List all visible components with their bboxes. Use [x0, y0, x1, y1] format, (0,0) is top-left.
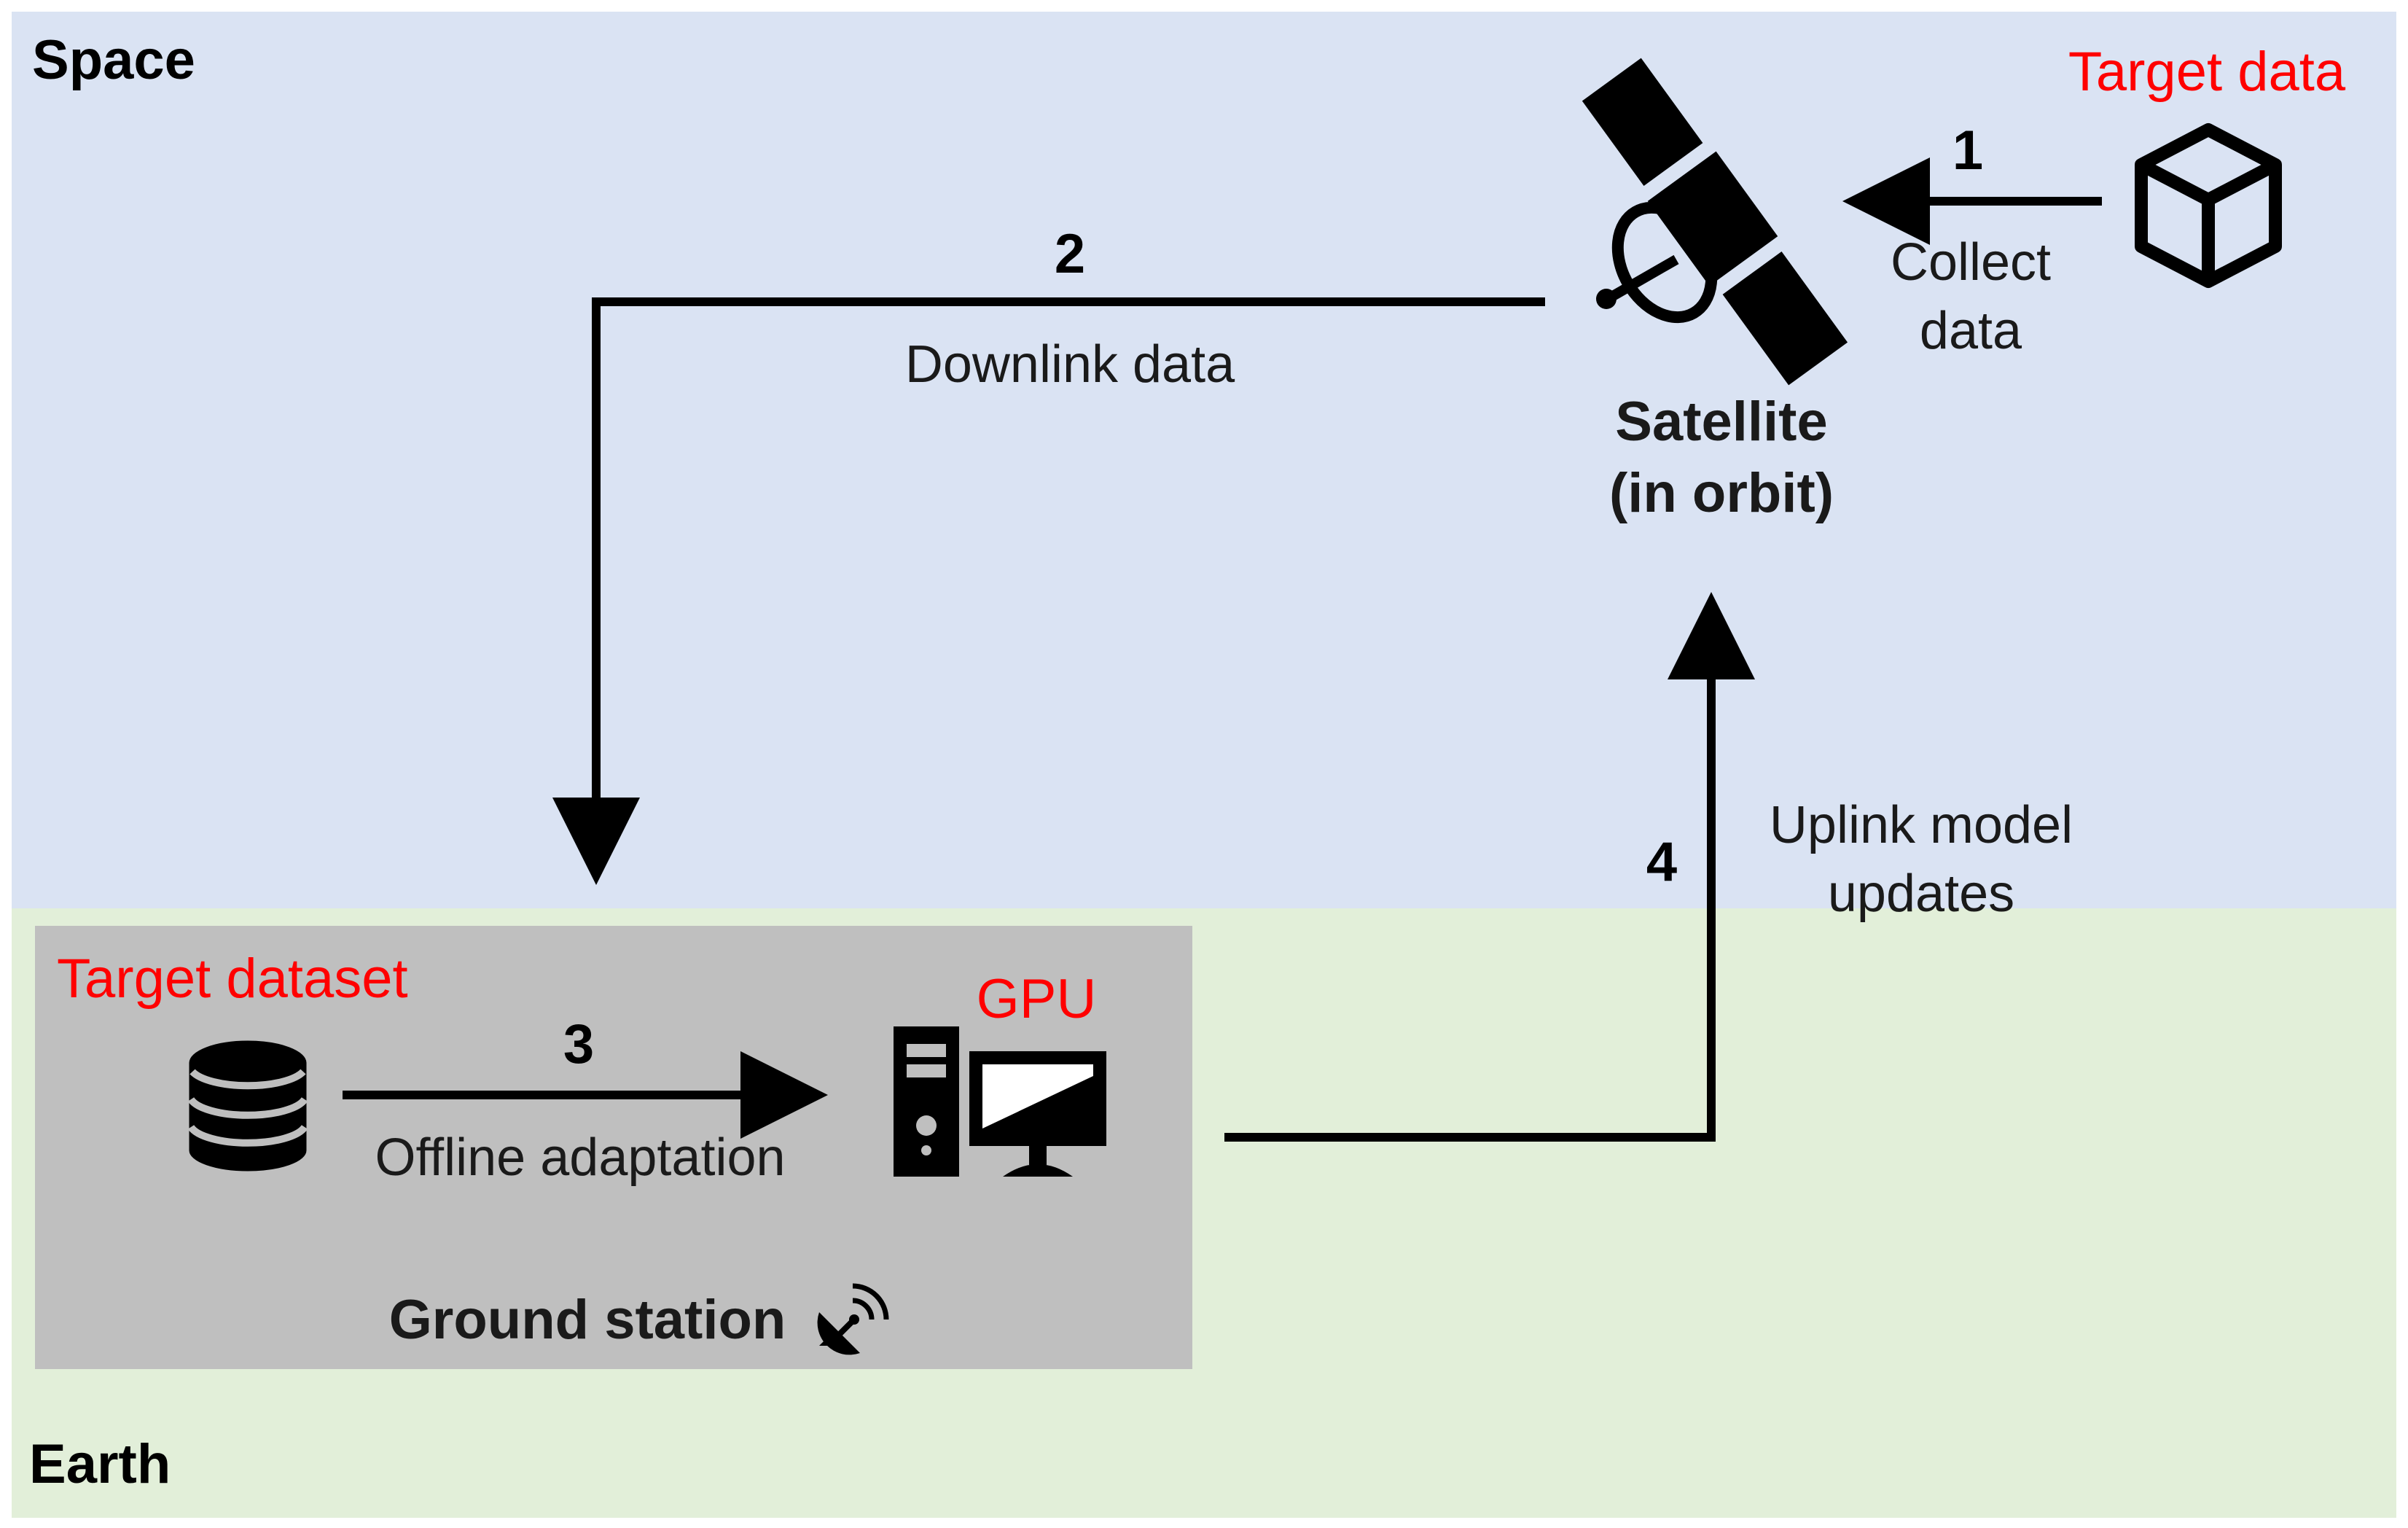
arrow-uplink [1224, 592, 1755, 1142]
space-title: Space [32, 29, 195, 91]
step-1-number: 1 [1952, 120, 1983, 182]
satellite-dish-icon [817, 1283, 889, 1355]
computer-icon [894, 1026, 1106, 1177]
ground-station-label: Ground station [389, 1289, 786, 1351]
step-2-number: 2 [1055, 223, 1085, 285]
step-3-label: Offline adaptation [375, 1129, 785, 1187]
step-4-number: 4 [1646, 831, 1677, 893]
target-data-label: Target data [2068, 41, 2346, 103]
space-zone [12, 12, 2396, 908]
step-1-label-line2: data [1920, 302, 2022, 360]
step-1-label-line1: Collect [1891, 233, 2051, 292]
step-2-label: Downlink data [905, 335, 1235, 394]
cube-icon [2135, 123, 2282, 288]
arrow-downlink [552, 297, 1545, 885]
step-4-label-line2: updates [1828, 865, 2014, 923]
earth-title: Earth [29, 1433, 171, 1495]
database-icon [187, 1040, 308, 1172]
step-4-label-line1: Uplink model [1770, 796, 2073, 854]
step-3-number: 3 [563, 1013, 594, 1075]
target-dataset-label: Target dataset [57, 948, 408, 1010]
satellite-label-line1: Satellite [1615, 391, 1827, 453]
satellite-label-line2: (in orbit) [1609, 462, 1834, 524]
gpu-label: GPU [977, 968, 1097, 1030]
satellite-icon [1582, 58, 1848, 386]
